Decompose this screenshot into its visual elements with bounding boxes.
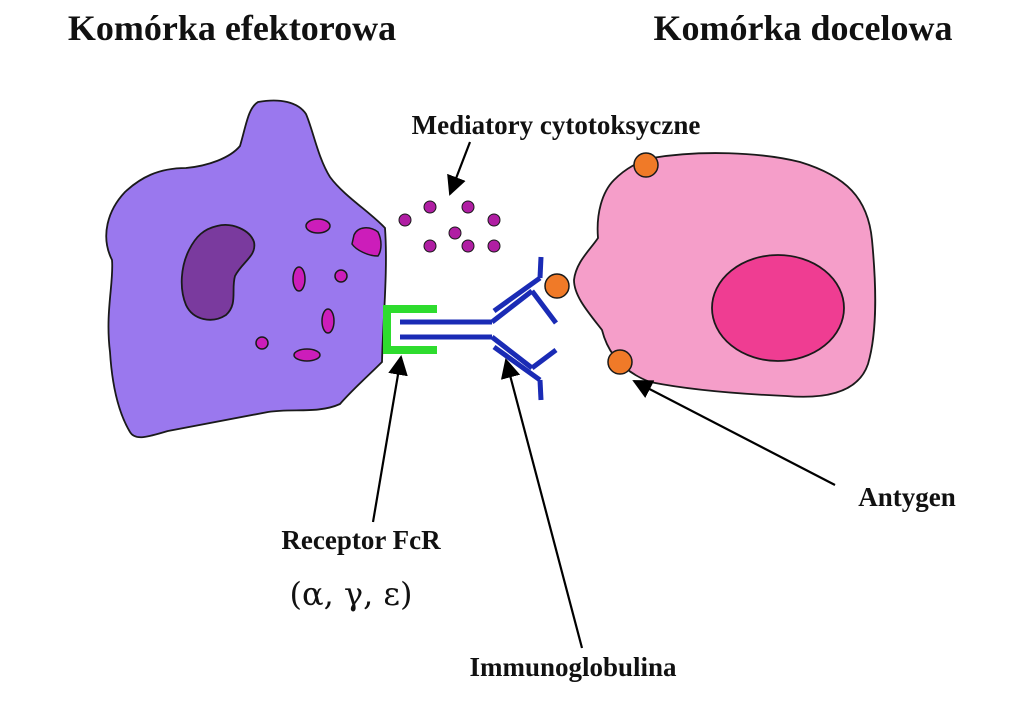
granule xyxy=(305,218,331,234)
mediators-label: Mediatory cytotoksyczne xyxy=(412,110,701,140)
target-nucleus xyxy=(711,254,845,362)
granule-edge xyxy=(351,227,382,257)
mediator-dot xyxy=(487,239,501,253)
cytotoxic-mediators xyxy=(398,200,501,253)
granule xyxy=(321,308,335,334)
granule xyxy=(255,336,269,350)
effector-nucleus xyxy=(180,224,256,321)
mediator-dot xyxy=(461,200,475,214)
immunoglobulin-label: Immunoglobulina xyxy=(469,652,677,682)
antigens xyxy=(544,152,659,375)
antigen xyxy=(544,273,570,299)
mediator-dot xyxy=(423,239,437,253)
granule xyxy=(334,269,348,283)
granule xyxy=(293,348,321,362)
receptor-label: Receptor FcR xyxy=(281,525,441,555)
receptor-subunits-label: (α, γ, ε) xyxy=(290,575,413,613)
mediator-dot xyxy=(423,200,437,214)
antigen xyxy=(607,349,633,375)
effector-cell-title: Komórka efektorowa xyxy=(68,8,396,48)
mediator-dot xyxy=(461,239,475,253)
pointer-arrows xyxy=(371,141,836,649)
immunoglobulin-arrow xyxy=(500,358,584,649)
receptor-arrow xyxy=(371,355,408,523)
granule xyxy=(292,266,306,292)
target-cell-title: Komórka docelowa xyxy=(654,8,953,48)
antigen xyxy=(633,152,659,178)
immunoglobulin xyxy=(400,256,558,401)
effector-cell xyxy=(105,99,387,439)
mediator-dot xyxy=(487,213,501,227)
mediator-dot xyxy=(448,226,462,240)
antigen-arrow xyxy=(632,380,836,486)
mediator-dot xyxy=(398,213,412,227)
effector-granules xyxy=(255,218,382,362)
antigen-label: Antygen xyxy=(858,482,956,512)
mediators-arrow xyxy=(447,141,472,196)
fc-receptor xyxy=(383,305,437,354)
